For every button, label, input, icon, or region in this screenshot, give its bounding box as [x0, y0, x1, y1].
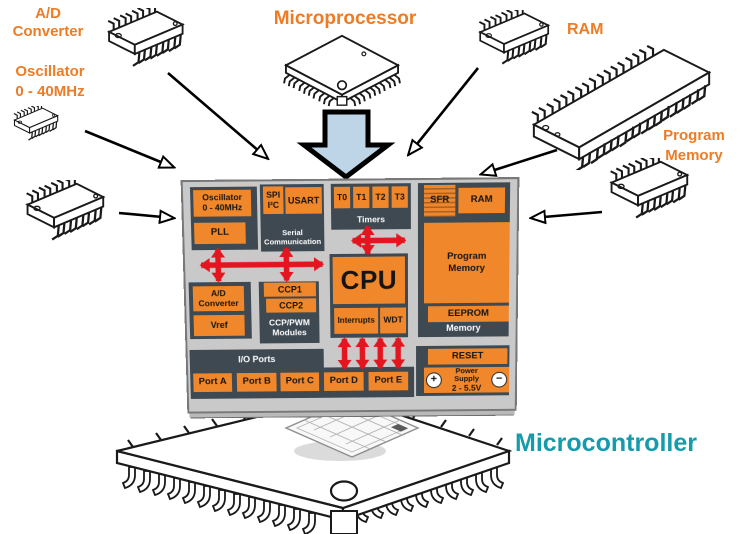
microprocessor-qfp-chip-icon — [280, 32, 404, 108]
program-memory-label: Program Memory — [663, 127, 725, 164]
ad-converter-label: A/D Converter — [12, 5, 84, 40]
oscillator-label: Oscillator 0 - 40MHz — [15, 63, 85, 100]
red-bus-arrows — [183, 179, 518, 411]
ram-label: RAM — [567, 21, 604, 38]
microcontroller-block-diagram-board: Oscillator 0 - 40MHz PLL SPI I²C USART S… — [181, 177, 520, 413]
bus-arrow-vert-serial — [286, 248, 287, 280]
bus-arrow-vert-osc — [218, 249, 219, 281]
right-dip-chip-icon — [600, 158, 695, 228]
arrow-ram-to-board — [409, 67, 480, 154]
oscillator-dip-chip-icon — [8, 106, 62, 146]
microprocessor-label: Microprocessor — [273, 8, 417, 29]
arrow-left-to-board — [118, 213, 173, 218]
arrow-right-to-board — [532, 212, 603, 218]
arrow-osc-to-board — [84, 129, 173, 167]
left-dip-chip-icon — [16, 180, 111, 250]
ad-converter-dip-chip-icon — [98, 8, 190, 76]
big-down-arrow-icon — [296, 109, 396, 181]
microcontroller-label: Microcontroller — [515, 429, 697, 457]
arrow-ad-to-board — [167, 72, 267, 158]
